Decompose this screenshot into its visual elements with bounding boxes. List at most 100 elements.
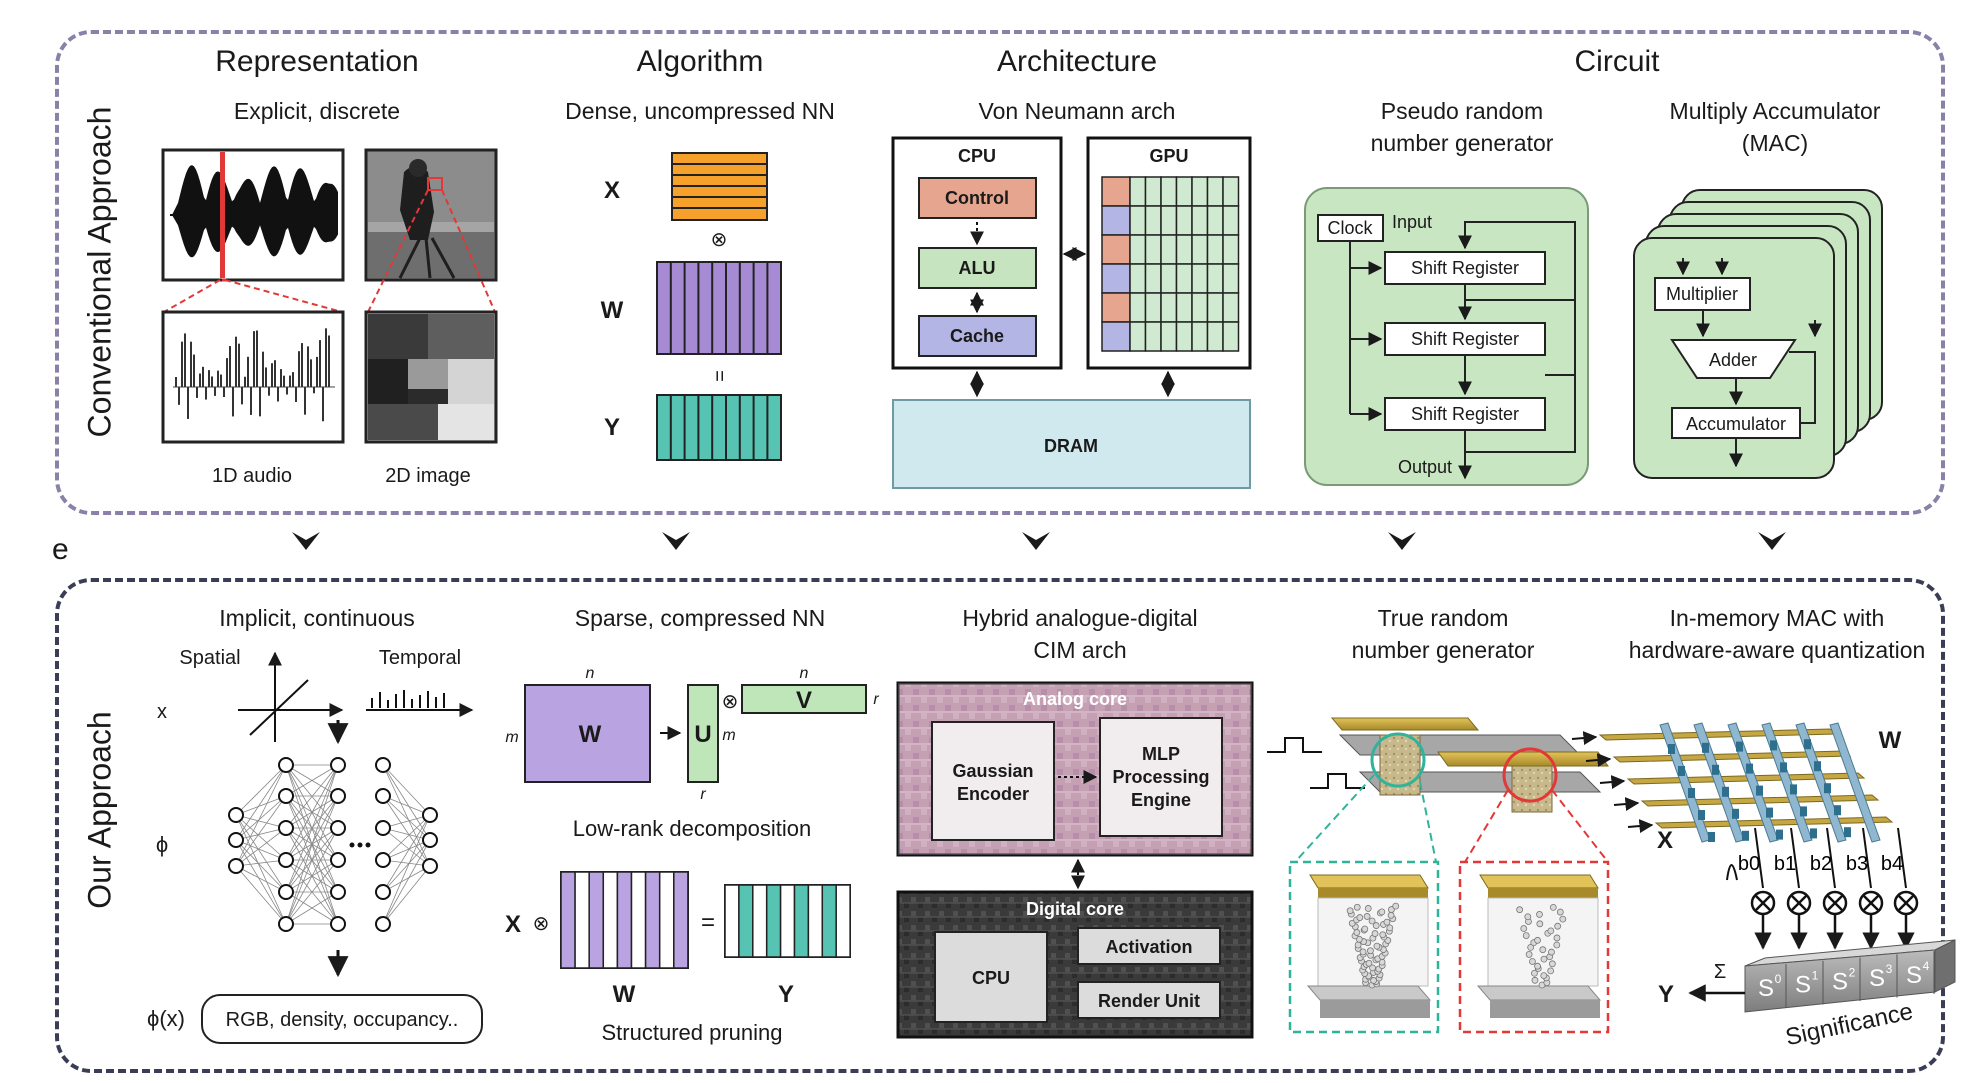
significance-s-2: S bbox=[1832, 968, 1848, 995]
significance-s-4: S bbox=[1906, 962, 1922, 989]
ours-algorithm-subtitle: Sparse, compressed NN bbox=[574, 605, 826, 631]
bit-label-b3: b3 bbox=[1846, 853, 1868, 875]
significance-sup-4: 4 bbox=[1923, 959, 1930, 973]
phi-x-label: ϕ(x) bbox=[147, 1006, 185, 1031]
dense-x-label: X bbox=[604, 177, 620, 204]
transition-arrows bbox=[292, 532, 1786, 550]
prng-title-line2: number generator bbox=[1370, 130, 1554, 156]
column-title-architecture: Architecture bbox=[996, 45, 1158, 78]
matrix-w-dense bbox=[656, 261, 782, 355]
low-rank-caption: Low-rank decomposition bbox=[573, 816, 811, 841]
mlp-processing-engine-block bbox=[1099, 717, 1223, 837]
v-r-label: r bbox=[873, 691, 879, 708]
alu-label: ALU bbox=[959, 258, 996, 278]
activation-block bbox=[1077, 927, 1221, 965]
cache-unit bbox=[918, 315, 1037, 357]
adder-block bbox=[1670, 339, 1797, 379]
output-attributes-label: RGB, density, occupancy.. bbox=[226, 1009, 459, 1031]
dense-w-label: W bbox=[601, 297, 624, 324]
digital-cpu-label: CPU bbox=[972, 968, 1010, 988]
input-x-label: x bbox=[157, 701, 167, 723]
matrix-u-label: U bbox=[694, 721, 711, 748]
mlp-engine-line1: MLP bbox=[1142, 744, 1180, 764]
audio-highlight-marker bbox=[220, 152, 225, 278]
significance-sup-1: 1 bbox=[1812, 969, 1819, 983]
audio-zoom-samples bbox=[175, 328, 330, 422]
trng-zoom-box-right bbox=[1458, 860, 1610, 1034]
multiplier-label: Multiplier bbox=[1666, 284, 1738, 304]
control-label: Control bbox=[945, 188, 1009, 208]
ours-architecture-subtitle-line1: Hybrid analogue-digital bbox=[962, 605, 1198, 631]
prng-output-label: Output bbox=[1398, 457, 1452, 477]
lowrank-m-label: m bbox=[505, 729, 518, 746]
image-zoom-pixels bbox=[368, 314, 494, 440]
bit-label-b1: b1 bbox=[1774, 853, 1796, 875]
pruning-w-label: W bbox=[613, 981, 636, 1008]
panel-letter: e bbox=[52, 533, 69, 566]
ours-architecture-subtitle-line2: CIM arch bbox=[1033, 637, 1127, 663]
prng-circuit-graphic bbox=[1304, 187, 1589, 486]
conv-algorithm-subtitle: Dense, uncompressed NN bbox=[565, 98, 835, 124]
conv-architecture-subtitle: Von Neumann arch bbox=[978, 98, 1176, 124]
lowrank-times-symbol: ⊗ bbox=[722, 691, 739, 713]
our-approach-frame bbox=[55, 578, 1945, 1073]
mlp-network bbox=[228, 757, 438, 932]
phi-label: ϕ bbox=[156, 832, 168, 857]
clock-block bbox=[1317, 214, 1384, 242]
lowrank-n-label: n bbox=[586, 665, 595, 682]
image-highlight-marker bbox=[427, 177, 443, 191]
prng-input-label: Input bbox=[1392, 212, 1432, 232]
significance-sup-3: 3 bbox=[1886, 962, 1893, 976]
mac-title-line2: (MAC) bbox=[1741, 130, 1809, 156]
audio-waveform bbox=[170, 165, 338, 258]
digital-core-label: Digital core bbox=[1026, 899, 1124, 919]
dram-box bbox=[892, 399, 1251, 489]
down-arrow-representation bbox=[292, 532, 320, 550]
significance-s-3: S bbox=[1869, 965, 1885, 992]
mac-y-output-label: Y bbox=[1658, 981, 1674, 1008]
shift-register-2 bbox=[1384, 322, 1546, 356]
trng-zoom-box-left bbox=[1288, 860, 1440, 1034]
audio-label: 1D audio bbox=[212, 465, 292, 487]
trng-device-circle-left bbox=[1370, 732, 1426, 788]
shift-register-2-label: Shift Register bbox=[1411, 329, 1519, 349]
bitline-pulse bbox=[1726, 864, 1738, 881]
matrix-v-label: V bbox=[796, 687, 812, 714]
mlp-engine-line3: Engine bbox=[1131, 790, 1191, 810]
cpu-label: CPU bbox=[958, 146, 996, 166]
bit-label-b2: b2 bbox=[1810, 853, 1832, 875]
output-attribute-box bbox=[201, 994, 483, 1044]
down-arrow-algorithm bbox=[662, 532, 690, 550]
dense-y-label: Y bbox=[604, 414, 620, 441]
gpu-label: GPU bbox=[1149, 146, 1188, 166]
gaussian-encoder-line1: Gaussian bbox=[952, 761, 1033, 781]
spatial-label: Spatial bbox=[179, 647, 240, 669]
digital-cpu-block bbox=[934, 931, 1048, 1023]
implicit-representation-graphic bbox=[201, 651, 483, 1044]
crossbar-x-label: X bbox=[1657, 827, 1673, 854]
von-neumann-graphic bbox=[891, 136, 1252, 489]
dram-label: DRAM bbox=[1044, 436, 1098, 456]
shift-register-3 bbox=[1384, 397, 1546, 431]
significance-sup-0: 0 bbox=[1775, 972, 1782, 986]
matrix-y-dense bbox=[656, 394, 782, 461]
cache-label: Cache bbox=[950, 326, 1004, 346]
gpu-core-grid bbox=[1101, 176, 1240, 352]
structured-pruning-caption: Structured pruning bbox=[602, 1020, 783, 1045]
significance-sup-2: 2 bbox=[1849, 965, 1856, 979]
adder-label: Adder bbox=[1709, 350, 1757, 370]
u-m-label: m bbox=[722, 727, 735, 744]
bit-label-b4: b4 bbox=[1881, 853, 1903, 875]
analog-core-label: Analog core bbox=[1023, 689, 1127, 709]
mac-circuit-graphic bbox=[1633, 189, 1883, 479]
matrix-u bbox=[687, 684, 719, 783]
in-memory-mac-title-line1: In-memory MAC with bbox=[1669, 605, 1885, 631]
trng-device-circle-right bbox=[1502, 747, 1558, 803]
trng-title-line2: number generator bbox=[1351, 637, 1535, 663]
lowrank-w-label: W bbox=[579, 721, 602, 748]
render-unit-block bbox=[1077, 981, 1221, 1019]
u-r-label: r bbox=[700, 786, 706, 803]
activation-label: Activation bbox=[1105, 937, 1192, 957]
